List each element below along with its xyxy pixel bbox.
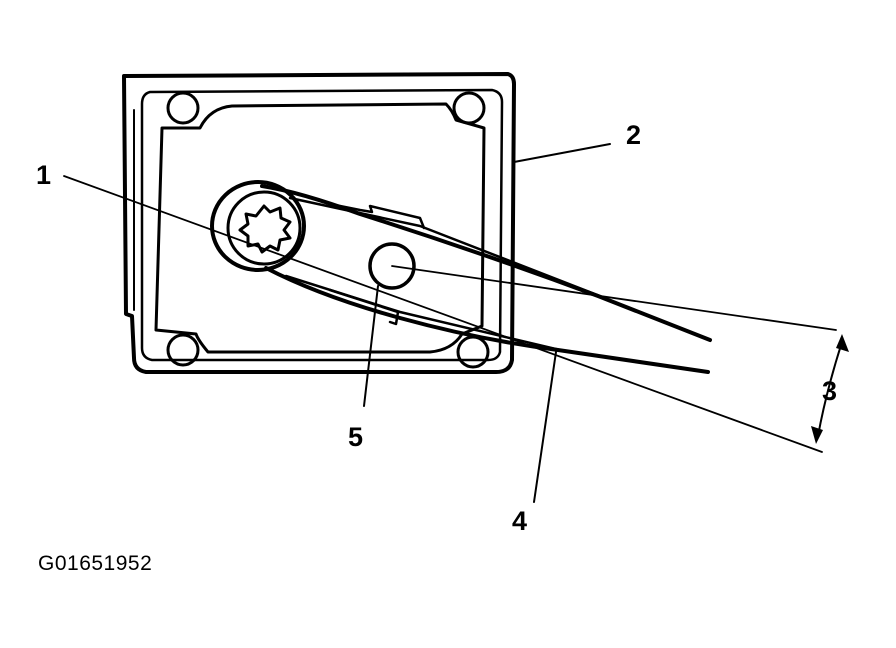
arrowhead-lower-icon (811, 426, 823, 444)
callout-4: 4 (512, 506, 527, 536)
mounting-hole-top-right (452, 91, 486, 125)
housing-plate (122, 72, 516, 374)
leader-line-5 (363, 285, 379, 407)
callout-1: 1 (36, 160, 51, 190)
leader-lines (363, 143, 611, 503)
callout-3: 3 (822, 376, 837, 406)
mounting-hole-top-left (166, 91, 200, 125)
reference-lines (63, 175, 837, 453)
callout-2: 2 (626, 120, 641, 150)
mounting-hole-bottom-left (166, 333, 200, 367)
splined-shaft-hub (210, 180, 306, 272)
locating-pin (368, 242, 416, 290)
mounting-hole-bottom-right (456, 335, 490, 369)
arrowhead-upper-icon (836, 334, 849, 352)
callout-5: 5 (348, 422, 363, 452)
angle-dimension (811, 334, 849, 444)
leader-line-4 (533, 351, 557, 503)
leader-line-2 (513, 143, 611, 163)
figure-code: G01651952 (38, 552, 153, 575)
